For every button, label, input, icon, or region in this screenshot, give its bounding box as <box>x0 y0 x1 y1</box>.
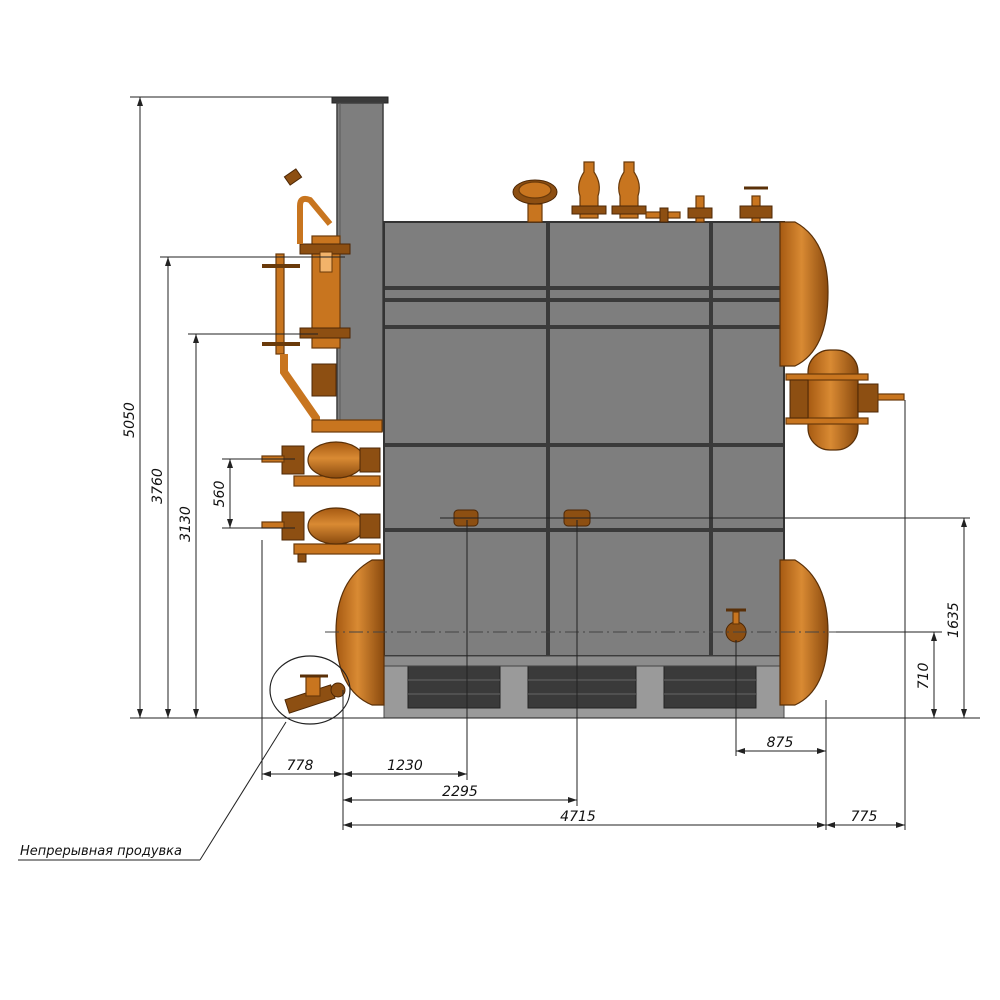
top-fittings <box>512 161 773 223</box>
left-dimensions <box>130 96 345 718</box>
dim-right-offset: 775 <box>851 809 878 825</box>
callout-circle <box>269 655 351 725</box>
dim-total-height: 5050 <box>122 402 138 438</box>
dim-body-length: 4715 <box>560 809 596 825</box>
blowdown-valve <box>284 674 346 714</box>
dim-second-nozzle: 2295 <box>442 784 478 800</box>
separator-vessel <box>785 349 905 451</box>
dim-left-offset: 778 <box>287 758 314 774</box>
base-frame <box>383 655 785 719</box>
lower-right-drum <box>779 559 829 706</box>
center-lines <box>130 517 980 719</box>
bottom-dimensions <box>261 400 906 830</box>
left-piping <box>261 168 383 563</box>
dim-lower-pipe-height: 3130 <box>178 506 194 542</box>
dim-right-level-low: 710 <box>916 663 932 690</box>
dim-valve-spacing: 560 <box>212 481 228 508</box>
dim-upper-pipe-height: 3760 <box>150 468 166 504</box>
callout-label: Непрерывная продувка <box>20 844 182 859</box>
callout-leader <box>18 721 287 861</box>
dim-first-nozzle: 1230 <box>387 758 423 774</box>
right-dimensions <box>931 518 967 718</box>
upper-right-drum <box>779 221 829 367</box>
dim-bottom-valve-offset: 875 <box>767 735 794 751</box>
boiler-body <box>383 221 785 657</box>
dim-right-level-high: 1635 <box>946 602 962 638</box>
